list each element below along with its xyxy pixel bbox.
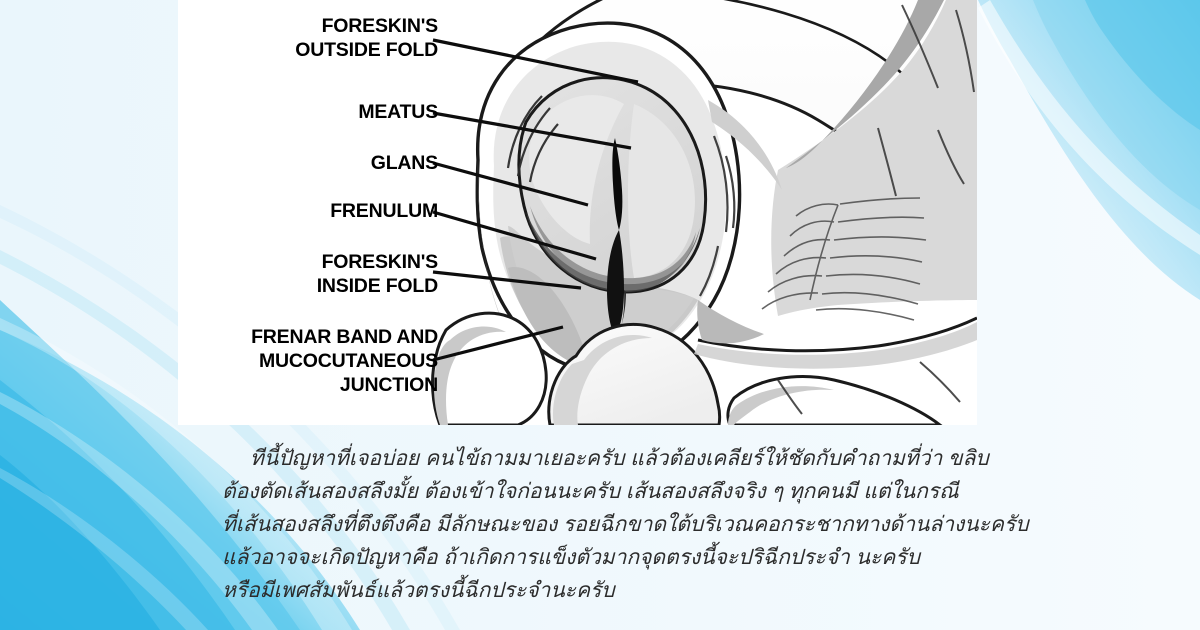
label-glans: GLANS (370, 152, 438, 174)
leader-frenulum (432, 210, 597, 261)
thai-caption-block: ทีนี้ปัญหาที่เจอบ่อย คนไข้ถามมาเยอะครับ … (0, 440, 1200, 630)
caption-line-5: หรือมีเพศสัมพันธ์แล้วตรงนี้ฉีกประจำนะครั… (222, 579, 615, 602)
caption-line-1: ทีนี้ปัญหาที่เจอบ่อย คนไข้ถามมาเยอะครับ … (250, 447, 989, 470)
caption-line-2: ต้องตัดเส้นสองสลึงมั้ย ต้องเข้าใจก่อนนะค… (222, 480, 959, 503)
label-frenulum: FRENULUM (330, 200, 438, 222)
label-meatus: MEATUS (358, 101, 438, 123)
leader-frenar-band (432, 325, 564, 362)
label-foreskins-inside-fold: FORESKIN'S INSIDE FOLD (316, 251, 439, 297)
caption-line-4: แล้วอาจจะเกิดปัญหาคือ ถ้าเกิดการแข็งตัวม… (222, 546, 920, 569)
leader-foreskins-inside-fold (432, 270, 582, 290)
leader-glans (432, 161, 589, 207)
leader-foreskins-outside-fold (432, 38, 639, 84)
label-frenar-band-mucocutaneous-junction: FRENAR BAND AND MUCOCUTANEOUS JUNCTION (251, 326, 438, 396)
leader-meatus (432, 111, 632, 150)
caption-line-3: ที่เส้นสองสลึงที่ตึงตึงคือ มีลักษณะของ ร… (222, 513, 1029, 536)
anatomy-illustration (178, 0, 977, 425)
label-foreskins-outside-fold: FORESKIN'S OUTSIDE FOLD (295, 15, 438, 61)
illustration-panel (178, 0, 977, 425)
label-list: FORESKIN'S OUTSIDE FOLD MEATUS GLANS FRE… (178, 0, 438, 425)
